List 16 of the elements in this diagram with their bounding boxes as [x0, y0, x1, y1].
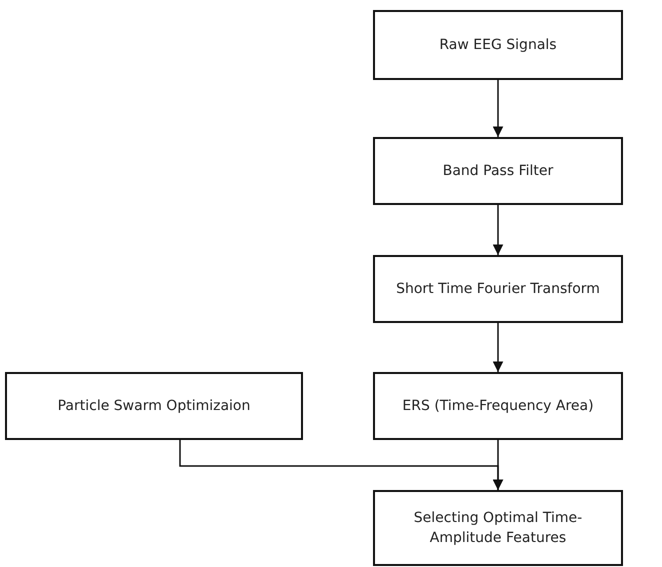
process-box — [373, 372, 623, 440]
box-label: ERS (Time-Frequency Area) — [402, 396, 594, 416]
process-box — [373, 490, 623, 566]
box-label: Band Pass Filter — [442, 162, 554, 181]
box-label: Particle Swarm Optimizaion — [58, 396, 250, 416]
process-box — [373, 137, 623, 205]
box-label: Short Time Fourier Transform — [396, 280, 600, 299]
arrow — [179, 440, 504, 490]
arrow — [492, 323, 504, 372]
process-box — [5, 372, 303, 440]
box-label: Selecting Optimal Time-Amplitude Features — [412, 508, 584, 548]
process-box — [373, 255, 623, 323]
arrow — [492, 80, 504, 137]
process-box — [373, 10, 623, 80]
arrow — [492, 205, 504, 255]
box-label: Raw EEG Signals — [439, 36, 557, 55]
